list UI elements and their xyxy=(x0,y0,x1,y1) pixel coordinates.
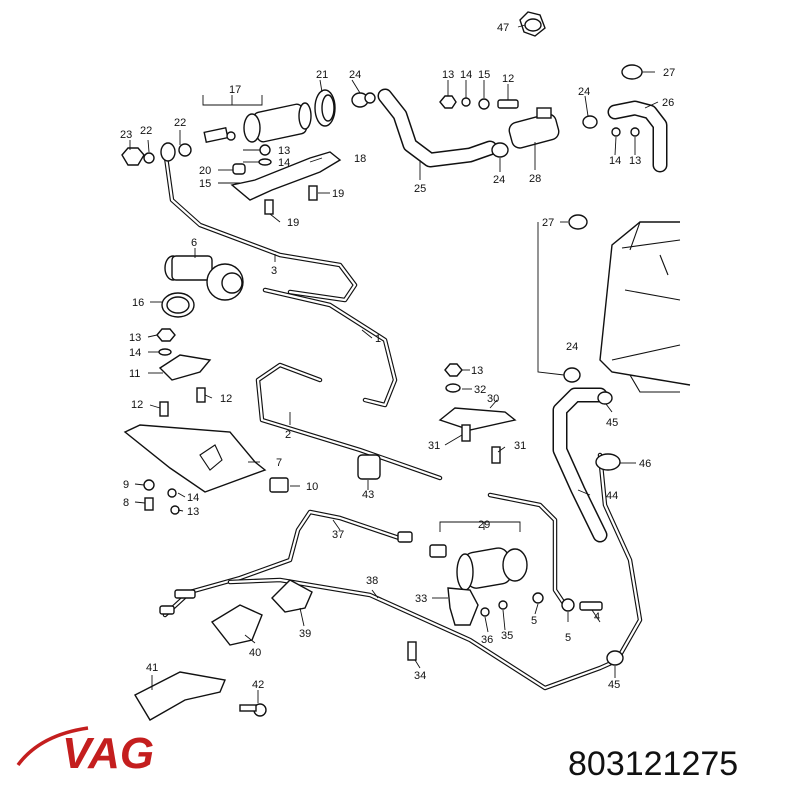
callout-45: 45 xyxy=(606,417,618,429)
part-number: 803121275 xyxy=(568,745,738,783)
callout-6: 6 xyxy=(191,237,197,249)
callout-27: 27 xyxy=(542,217,554,229)
parts xyxy=(121,11,643,721)
callout-15: 15 xyxy=(199,178,211,190)
callout-22: 22 xyxy=(140,125,152,137)
callout-44: 44 xyxy=(606,490,618,502)
callout-24: 24 xyxy=(349,69,361,81)
callout-30: 30 xyxy=(487,393,499,405)
callout-12: 12 xyxy=(131,399,143,411)
callout-14: 14 xyxy=(278,157,290,169)
callout-41: 41 xyxy=(146,662,158,674)
callout-22: 22 xyxy=(174,117,186,129)
callout-19: 19 xyxy=(332,188,344,200)
callout-33: 33 xyxy=(415,593,427,605)
callout-11: 11 xyxy=(129,368,140,380)
callout-42: 42 xyxy=(252,679,264,691)
callout-5: 5 xyxy=(565,632,571,644)
callout-43: 43 xyxy=(362,489,374,501)
callout-16: 16 xyxy=(132,297,144,309)
callout-15: 15 xyxy=(478,69,490,81)
callout-31: 31 xyxy=(428,440,440,452)
callout-31: 31 xyxy=(514,440,526,452)
callout-17: 17 xyxy=(229,84,241,96)
callout-24: 24 xyxy=(578,86,590,98)
callout-13: 13 xyxy=(629,155,641,167)
callout-26: 26 xyxy=(662,97,674,109)
callout-13: 13 xyxy=(129,332,141,344)
callout-19: 19 xyxy=(287,217,299,229)
callout-35: 35 xyxy=(501,630,513,642)
leader-lines xyxy=(129,24,659,703)
callout-24: 24 xyxy=(566,341,578,353)
callout-4: 4 xyxy=(594,611,600,623)
hoses xyxy=(377,88,668,543)
callout-13: 13 xyxy=(442,69,454,81)
callout-7: 7 xyxy=(276,457,282,469)
callout-32: 32 xyxy=(474,384,486,396)
callout-1: 1 xyxy=(375,333,381,345)
callout-47: 47 xyxy=(497,22,509,34)
callout-14: 14 xyxy=(187,492,199,504)
callout-45: 45 xyxy=(608,679,620,691)
brand-name: VAG xyxy=(62,729,154,778)
callout-40: 40 xyxy=(249,647,261,659)
callout-34: 34 xyxy=(414,670,426,682)
callout-23: 23 xyxy=(120,129,132,141)
callout-39: 39 xyxy=(299,628,311,640)
callout-5: 5 xyxy=(531,615,537,627)
callout-13: 13 xyxy=(471,365,483,377)
callout-37: 37 xyxy=(332,529,344,541)
callout-12: 12 xyxy=(502,73,514,85)
callout-14: 14 xyxy=(609,155,621,167)
fuel-tank xyxy=(599,221,691,393)
callout-28: 28 xyxy=(529,173,541,185)
callout-21: 21 xyxy=(316,69,328,81)
callout-2: 2 xyxy=(285,429,291,441)
callout-46: 46 xyxy=(639,458,651,470)
callout-14: 14 xyxy=(460,69,472,81)
brand-logo: VAG xyxy=(16,726,154,778)
callout-25: 25 xyxy=(414,183,426,195)
callout-24: 24 xyxy=(493,174,505,186)
callout-27: 27 xyxy=(663,67,675,79)
callout-13: 13 xyxy=(278,145,290,157)
callout-8: 8 xyxy=(123,497,129,509)
callout-18: 18 xyxy=(354,153,366,165)
callout-20: 20 xyxy=(199,165,211,177)
callout-9: 9 xyxy=(123,479,129,491)
callout-29: 29 xyxy=(478,519,490,531)
callout-3: 3 xyxy=(271,265,277,277)
callout-14: 14 xyxy=(129,347,141,359)
callout-10: 10 xyxy=(306,481,318,493)
callout-13: 13 xyxy=(187,506,199,518)
callout-12: 12 xyxy=(220,393,232,405)
callout-labels: 47 17 21 24 13 14 15 12 27 24 26 23 22 2… xyxy=(120,22,675,691)
fuel-lines xyxy=(162,147,643,691)
callout-36: 36 xyxy=(481,634,493,646)
callout-38: 38 xyxy=(366,575,378,587)
